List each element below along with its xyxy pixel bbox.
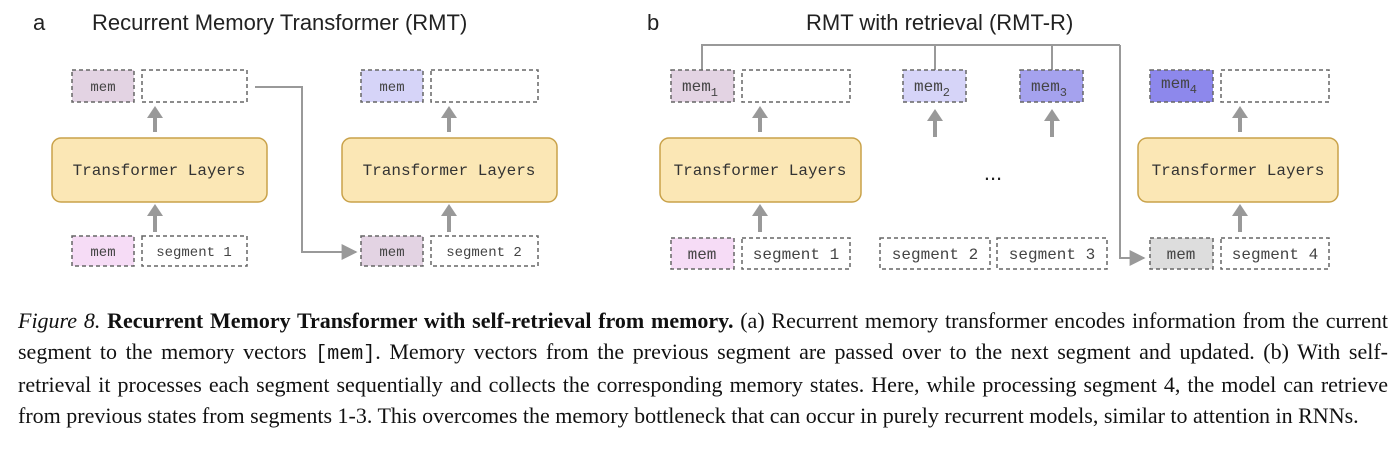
panel-b-output-mem-2-label: mem2 [914,78,950,100]
panel-a-output-segment-2 [430,69,539,103]
panel-b-letter: b [647,10,659,35]
panel-a-input-mem-2-label: mem [379,245,404,261]
rmt-diagram: a Recurrent Memory Transformer (RMT) mem… [33,10,1339,270]
panel-b-output-mem-2 [902,69,967,103]
caption-title: Recurrent Memory Transformer with self-r… [107,308,734,333]
panel-a-segment-1-label: segment 1 [156,245,232,261]
panel-a-input-mem-1 [71,235,135,267]
panel-b-segment-4-label: segment 4 [1232,246,1318,264]
panel-b-transformer-layers-4 [1137,137,1339,203]
panel-b-transformer-layers-1-label: Transformer Layers [674,162,847,180]
panel-a-output-mem-1 [71,69,135,103]
panel-b-mem-1-text: mem [682,78,711,96]
caption-text-2: . Memory vectors from the previous segme… [18,338,1388,428]
panel-b-output-mem-4 [1149,69,1214,103]
figure-caption: Figure 8. Recurrent Memory Transformer w… [18,306,1388,431]
panel-a-output-mem-2 [360,69,424,103]
panel-a-up-arrow-2 [147,204,163,232]
panel-a-letter: a [33,10,46,35]
panel-a-output-mem-1-label: mem [90,80,115,96]
panel-b-segment-4 [1220,237,1330,270]
panel-a-title: Recurrent Memory Transformer (RMT) [92,10,467,35]
panel-b-mem-4-text: mem [1161,75,1190,93]
panel-b-output-mem-3-label: mem3 [1031,78,1067,100]
panel-a-transformer-layers-2-label: Transformer Layers [363,162,536,180]
panel-a-transformer-layers-2 [341,137,558,203]
panel-b-transformer-layers-4-label: Transformer Layers [1152,162,1325,180]
panel-b-input-mem-1 [670,237,735,270]
panel-b-output-mem-1-label: mem1 [682,78,718,100]
panel-b-mem-2-sub: 2 [943,86,950,100]
panel-a-memory-passing-arrow [255,86,358,260]
panel-b-output-segment-4 [1220,69,1330,103]
panel-b-up-arrow-1 [752,106,768,132]
panel-b-up-arrow-2 [752,204,768,232]
panel-b-transformer-layers-1 [659,137,862,203]
panel-a-up-arrow-1 [147,106,163,132]
panel-b-title: RMT with retrieval (RMT-R) [806,10,1073,35]
panel-b-segment-1 [741,237,851,270]
panel-b-mem-3-text: mem [1031,78,1060,96]
panel-a-output-segment-1 [141,69,248,103]
panel-b-input-mem-4-label: mem [1167,246,1196,264]
panel-a-output-mem-2-label: mem [379,80,404,96]
panel-b-retrieval-arrow [1119,45,1146,266]
panel-b-up-arrow-4 [1044,109,1060,137]
panel-b-output-mem-4-label: mem4 [1161,75,1197,97]
panel-a-transformer-layers-1-label: Transformer Layers [73,162,246,180]
panel-b-output-segment-1 [741,69,851,103]
panel-b-up-arrow-6 [1232,204,1248,232]
panel-b-input-mem-4 [1149,237,1214,270]
panel-a-segment-1 [141,235,248,267]
panel-b-up-arrow-3 [927,109,943,137]
panel-b-output-mem-1 [670,69,735,103]
panel-b-segment-3-label: segment 3 [1009,246,1095,264]
panel-b-ellipsis: ... [984,160,1002,185]
panel-b-input-mem-1-label: mem [688,246,717,264]
panel-b-mem-3-sub: 3 [1060,86,1067,100]
panel-a-up-arrow-4 [441,204,457,232]
panel-a-segment-2 [430,235,539,267]
panel-b-segment-1-label: segment 1 [753,246,839,264]
panel-b-output-mem-3 [1019,69,1084,103]
panel-b-segment-2-label: segment 2 [892,246,978,264]
caption-text-1: (a) Recurrent memory transformer encodes… [18,308,1389,364]
caption-code: [mem] [315,342,376,366]
panel-b-segment-2 [879,237,991,270]
panel-b-up-arrow-5 [1232,106,1248,132]
panel-b-segment-3 [996,237,1108,270]
panel-a-up-arrow-3 [441,106,457,132]
panel-a-transformer-layers-1 [51,137,268,203]
panel-a-segment-2-label: segment 2 [446,245,522,261]
panel-b-mem-4-sub: 4 [1190,83,1197,97]
panel-b-mem-1-sub: 1 [711,86,718,100]
panel-a-input-mem-2 [360,235,424,267]
caption-figure-label: Figure 8. [18,308,101,333]
panel-a-input-mem-1-label: mem [90,245,115,261]
panel-b-mem-2-text: mem [914,78,943,96]
panel-b-retrieval-lines [701,44,1120,70]
